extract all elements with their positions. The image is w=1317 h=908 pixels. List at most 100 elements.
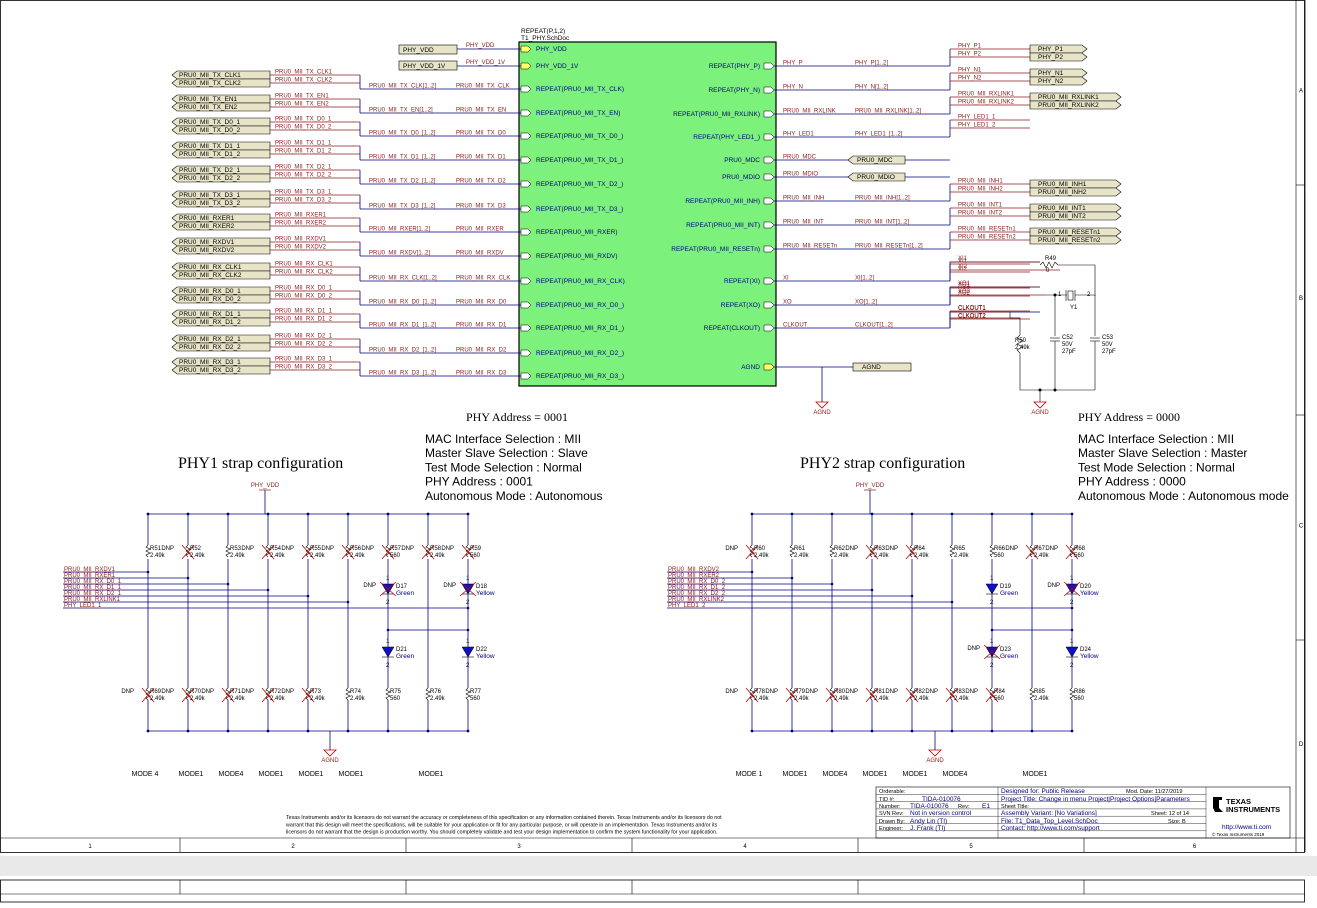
strap-resistor — [305, 544, 311, 558]
net-label: PRU0_MII_RXER2 — [275, 221, 327, 227]
sheet-block-filename: T1_PHY.SchDoc — [521, 35, 570, 42]
vdd-label: PHY_VDD — [856, 483, 885, 489]
tb-tid: TID #: — [879, 797, 895, 803]
net-port-label: PRU0_MII_TX_D0_1 — [179, 119, 240, 126]
frame-col-number: 1 — [88, 844, 92, 850]
bus-label: PRU0_MII_INH[1..2] — [855, 196, 910, 202]
net-port-label: PHY_N1 — [1038, 70, 1064, 77]
dnp-marker: DNP — [121, 689, 134, 695]
resistor-value: 2.49k — [954, 696, 970, 702]
resistor-value: 2.49k — [954, 553, 970, 559]
strap-resistor — [185, 687, 191, 701]
net-label: PRU0_MII_TX_D2_1 — [275, 165, 332, 171]
resistor-ref: R79 — [794, 689, 806, 695]
wire — [301, 687, 315, 703]
net-port-label: PRU0_MII_TX_D0_2 — [179, 127, 240, 134]
cap-value: 27pF — [1102, 349, 1116, 355]
dnp-marker: DNP — [725, 689, 738, 695]
strap-info-line: Master Slave Selection : Master — [1078, 446, 1247, 460]
wire — [301, 544, 315, 560]
net-label: PHY_N2 — [958, 76, 982, 82]
mode-label: MODE4 — [943, 771, 968, 778]
tb-number: Number: — [879, 804, 901, 810]
net-label: PRU0_MII_TX_D3_2 — [275, 198, 332, 204]
resistor-value: 560 — [994, 553, 1005, 559]
strap-resistor — [345, 544, 351, 558]
dnp-marker: DNP — [885, 546, 898, 552]
resistor-ref: R73 — [310, 689, 322, 695]
net-label: PRU0_MII_RX_D0_1 — [275, 286, 333, 292]
net-label: PRU0_MII_INT — [783, 220, 824, 226]
junction — [1070, 729, 1074, 733]
sheet-entry — [763, 197, 775, 205]
sheet-entry-label: REPEAT(PRU0_MII_TX_EN) — [536, 110, 620, 117]
resistor-value: 2.49k — [874, 696, 890, 702]
resistor-value: 2.49k — [350, 696, 366, 702]
sheet-entry — [763, 62, 775, 70]
junction — [146, 512, 150, 516]
r50-value: 2.49k — [1015, 345, 1031, 351]
ground-label: AGND — [926, 758, 944, 764]
net-label: PRU0_MDIO — [783, 172, 818, 178]
resistor-ref: R59 — [470, 546, 482, 552]
page-gap — [0, 856, 1317, 876]
dnp-marker: DNP — [161, 546, 174, 552]
strap-resistor — [989, 687, 995, 701]
net-label: XO2 — [958, 289, 971, 295]
strap-net-label: PRU0_MII_RX_D1_2 — [668, 585, 726, 591]
resistor-ref: R56 — [350, 546, 362, 552]
mode-label: MODE1 — [259, 771, 284, 778]
net-label: PRU0_MII_TX_D1 — [456, 155, 506, 161]
sheet-entry — [520, 156, 532, 164]
mode-label: MODE4 — [823, 771, 848, 778]
ground-symbol — [815, 401, 829, 409]
ground-label: AGND — [813, 410, 831, 416]
dnp-marker: DNP — [281, 689, 294, 695]
resistor-value: 2.49k — [310, 696, 326, 702]
resistor-value: 560 — [1074, 696, 1085, 702]
junction — [830, 582, 834, 586]
sheet-entry — [520, 180, 532, 188]
disclaimer-line: warrant that this design will meet the s… — [286, 822, 718, 828]
strap-resistor — [1029, 687, 1035, 701]
dnp-marker: DNP — [1045, 546, 1058, 552]
resistor-ref: R55 — [310, 546, 322, 552]
resistor-value: 560 — [390, 553, 401, 559]
strap-resistor — [425, 544, 431, 558]
junction — [830, 512, 834, 516]
tb-engineer: Engineer: — [879, 826, 903, 832]
net-label: XI — [783, 276, 789, 282]
net-label: PRU0_MII_RESETn2 — [958, 235, 1016, 241]
junction — [910, 512, 914, 516]
r49-ref: R49 — [1045, 256, 1057, 262]
sheet-entry — [763, 86, 775, 94]
net-label: PRU0_MII_RX_D2_1 — [275, 334, 333, 340]
wire — [1025, 544, 1039, 560]
net-label: PRU0_MII_TX_D0 — [456, 131, 506, 137]
wire — [905, 687, 919, 703]
net-port-label: PHY_P2 — [1038, 54, 1063, 61]
strap-info-line: PHY Address : 0000 — [1078, 475, 1186, 489]
tb-sheet-title: Sheet Title: — [1001, 804, 1029, 810]
junction — [870, 588, 874, 592]
net-label: PRU0_MII_RXLINK2 — [958, 100, 1015, 106]
resistor-ref: R67 — [1034, 546, 1046, 552]
mode-label: MODE 4 — [132, 771, 159, 778]
net-port-label: PRU0_MII_RXLINK2 — [1038, 102, 1099, 109]
junction — [346, 512, 350, 516]
sheet-entry — [520, 277, 532, 285]
resistor-value: 2.49k — [874, 553, 890, 559]
strap-resistor — [265, 687, 271, 701]
net-label: PRU0_MII_TX_EN2 — [275, 102, 329, 108]
led-ref: D18 — [476, 584, 488, 590]
sheet-entry-label: REPEAT(PRU0_MII_RX_CLK) — [536, 278, 625, 285]
strap-resistor — [949, 544, 955, 558]
net-label: PRU0_MII_TX_D1_2 — [275, 149, 332, 155]
dnp-marker: DNP — [845, 546, 858, 552]
strap-net-label: PRU0_MII_RXER1 — [64, 573, 116, 579]
mode-label: MODE 1 — [736, 771, 763, 778]
net-port-label: PRU0_MII_RXLINK1 — [1038, 94, 1099, 101]
strap-info-line: MAC Interface Selection : MII — [425, 432, 581, 446]
strap-info-line: Test Mode Selection : Normal — [425, 460, 582, 474]
strap-resistor — [185, 544, 191, 558]
